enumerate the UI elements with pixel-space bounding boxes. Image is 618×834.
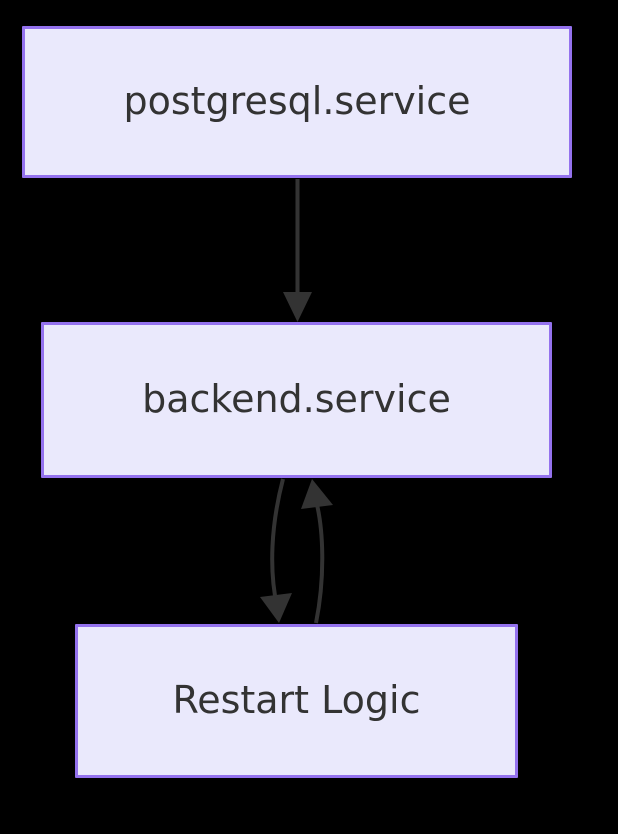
node-postgresql-service[interactable]: postgresql.service	[22, 26, 572, 178]
node-label-postgresql-service: postgresql.service	[123, 79, 471, 124]
edge-line-restart-backend	[313, 496, 325, 624]
edge-postgresql-to-backend	[283, 179, 312, 322]
node-label-backend-service: backend.service	[142, 377, 451, 422]
arrowhead-down-restart	[260, 593, 292, 623]
edge-restart-to-backend	[301, 479, 333, 624]
node-backend-service[interactable]: backend.service	[41, 322, 552, 478]
arrowhead-down-backend	[283, 292, 312, 322]
node-label-restart-logic: Restart Logic	[172, 678, 421, 723]
arrowhead-up-backend	[301, 479, 333, 509]
edge-line-backend-restart	[270, 478, 285, 607]
edge-backend-to-restart	[260, 478, 292, 623]
node-restart-logic[interactable]: Restart Logic	[75, 624, 518, 778]
